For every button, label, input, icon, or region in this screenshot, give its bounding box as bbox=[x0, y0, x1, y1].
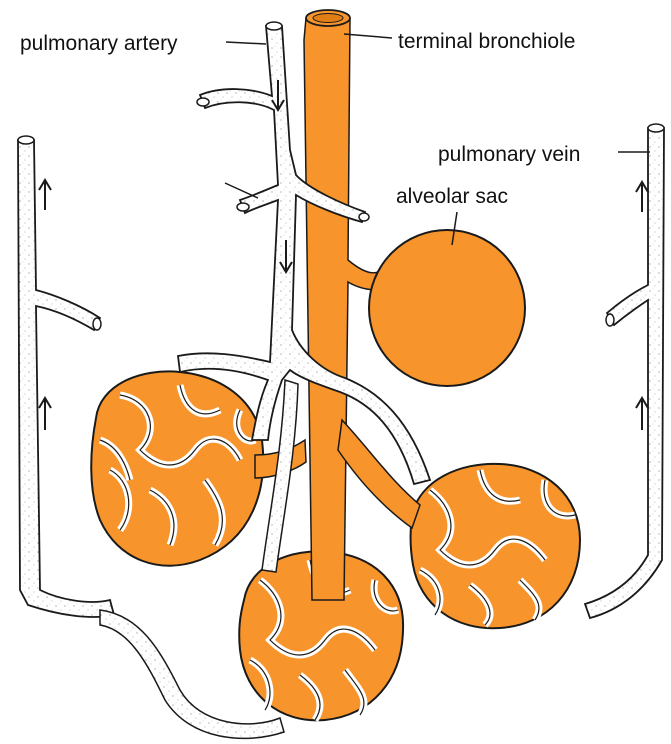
alveolar-cluster-left bbox=[91, 371, 263, 565]
leader-terminal-bronchiole bbox=[344, 34, 392, 38]
leader-pulmonary-artery bbox=[226, 42, 266, 44]
label-alveolar-sac: alveolar sac bbox=[396, 185, 508, 208]
pulmonary-vein-right bbox=[585, 124, 664, 618]
leader-unlabeled bbox=[225, 183, 258, 198]
alveolar-cluster-right bbox=[411, 464, 580, 628]
alveolar-sac bbox=[369, 230, 525, 386]
label-pulmonary-artery: pulmonary artery bbox=[20, 32, 178, 55]
label-pulmonary-vein: pulmonary vein bbox=[438, 143, 580, 166]
label-terminal-bronchiole: terminal bronchiole bbox=[398, 30, 575, 53]
